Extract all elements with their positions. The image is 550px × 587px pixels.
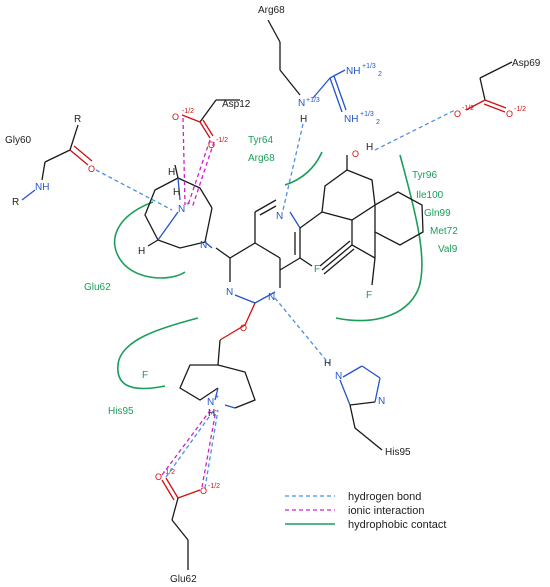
hydrophobic-arc-right (335, 154, 423, 322)
label-tyr96: Tyr96 (412, 170, 437, 181)
atom-r-top: R (74, 114, 81, 125)
ionic-glu62-b (201, 409, 217, 488)
ionic-glu62-a (161, 407, 213, 476)
atom-o-glu-a: O (155, 472, 162, 482)
atom-n-plus-bicyc-charge: + (186, 201, 190, 208)
label-tyr64: Tyr64 (248, 135, 273, 146)
atom-o-asp69-b: O (506, 109, 513, 119)
atom-h-arg: H (300, 114, 307, 125)
hydrophobic-arc-top (284, 151, 323, 186)
atom-nh2-arg-b-charge: +1/3 (360, 111, 374, 118)
label-met72: Met72 (430, 226, 458, 237)
legend-label-hydrophobic-contact: hydrophobic contact (348, 519, 446, 531)
ionic-asp12-c (191, 141, 215, 209)
label-val9: Val9 (438, 244, 458, 255)
atom-nh2-arg-b-sub: 2 (376, 119, 380, 126)
atom-nh2-arg-a-charge: +1/3 (362, 63, 376, 70)
atom-n-pyrim-b: N (268, 292, 275, 303)
residue-asp69 (465, 61, 513, 113)
atom-f-pyrroliz: F (142, 370, 148, 381)
his95-bottom-label: His95 (385, 447, 411, 458)
atom-n-his-ring: N (378, 396, 385, 407)
glu62-bottom-label: Glu62 (170, 574, 197, 585)
legend: hydrogen bond ionic interaction hydropho… (285, 491, 446, 531)
atom-o-ether: O (240, 323, 247, 333)
atom-n-plus-pyrroliz: N (207, 397, 214, 408)
atom-n-arg-charge: +1/3 (306, 97, 320, 104)
residue-glu62 (161, 477, 201, 570)
atom-oh-o: O (352, 149, 359, 159)
hbond-arg68-quinazoline (282, 123, 304, 211)
atom-o-asp12-b: O (208, 140, 215, 150)
atom-o-asp69-b-charge: -1/2 (514, 106, 526, 113)
atom-n-pyrim-a: N (226, 287, 233, 298)
pyrrolizidine (179, 302, 256, 409)
atom-n-plus-bicyc: N (178, 204, 185, 215)
atom-n-arg: N (298, 98, 305, 109)
hydrophobic-arc-left (113, 201, 186, 279)
atom-nh2-arg-a-sub: 2 (378, 71, 382, 78)
atom-o-asp12-a-charge: -1/2 (182, 108, 194, 115)
atom-r-left: R (12, 197, 19, 208)
label-glu62: Glu62 (84, 282, 111, 293)
atom-nh2-arg-a: NH (346, 66, 360, 77)
residue-asp12 (181, 99, 240, 139)
naphthol (299, 155, 424, 286)
atom-f-naph: F (366, 290, 372, 301)
atom-o-glu-a-charge: -1/2 (163, 469, 175, 476)
atom-o-glu-b-charge: -1/2 (208, 483, 220, 490)
gly60-label: Gly60 (5, 135, 32, 146)
atom-o-glu-b: O (200, 486, 207, 496)
legend-label-ionic-interaction: ionic interaction (348, 505, 424, 517)
atom-o-gly: O (88, 164, 95, 174)
atom-f-quinaz: F (314, 264, 320, 275)
atom-o-asp69-a: O (454, 109, 461, 119)
hbond-glu62-pyrrolizidine-b (204, 409, 219, 489)
hbond-his95-pyrimidine (274, 297, 331, 366)
label-arg68: Arg68 (248, 153, 275, 164)
hydrophobic-arc-bottom-left (117, 317, 199, 390)
label-ile100: Ile100 (416, 190, 444, 201)
atom-h-bicyc-3: H (138, 246, 145, 257)
label-gln99: Gln99 (424, 208, 451, 219)
asp12-label: Asp12 (222, 99, 251, 110)
atom-n-plus-pyrroliz-charge: + (215, 394, 219, 401)
atom-o-asp12-a: O (172, 112, 179, 122)
ionic-asp12-b (187, 139, 211, 206)
asp69-label: Asp69 (512, 58, 541, 69)
residue-gly60 (21, 124, 93, 201)
label-his95: His95 (108, 406, 134, 417)
ionic-asp12-a (182, 117, 186, 206)
atom-nh2-arg-b: NH (344, 114, 358, 125)
residue-his95 (339, 365, 383, 451)
hbond-gly60-bicyclic (95, 169, 173, 211)
atom-n-his-top: N (335, 371, 342, 382)
atom-oh-h: H (366, 142, 373, 153)
atom-n-quinaz-top: N (276, 211, 283, 222)
residue-arg68 (267, 19, 347, 113)
hbond-glu62-pyrrolizidine-a (165, 409, 215, 478)
atom-nh-gly: NH (35, 182, 49, 193)
atom-h-bicyc-1: H (168, 167, 175, 178)
arg68-top-label: Arg68 (258, 5, 285, 16)
quinazoline-core (215, 199, 313, 304)
atom-o-asp12-b-charge: -1/2 (216, 137, 228, 144)
atom-o-asp69-a-charge: -1/2 (462, 105, 474, 112)
hbond-asp69-oh (374, 109, 456, 151)
atom-h-his: H (324, 358, 331, 369)
bicyclic-amine (144, 164, 213, 249)
atom-n-bicyc-amine: N (200, 240, 207, 251)
atom-h-bicyc-2: H (173, 187, 180, 198)
legend-label-hydrogen-bond: hydrogen bond (348, 491, 421, 503)
